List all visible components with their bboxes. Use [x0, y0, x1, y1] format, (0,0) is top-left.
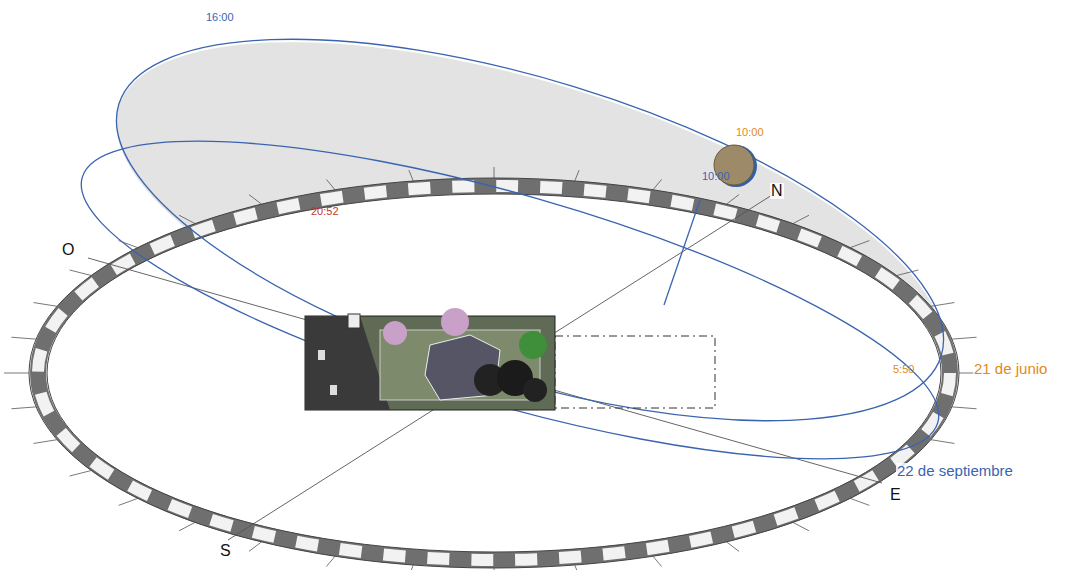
tick-mark — [727, 542, 740, 552]
tick-mark — [119, 498, 138, 505]
tick-mark — [11, 337, 36, 339]
tick-mark — [70, 471, 92, 477]
sun-path-curves — [53, 0, 985, 524]
tick-mark — [409, 565, 413, 570]
tick-mark — [179, 215, 195, 223]
time-label: 10:00 — [702, 171, 730, 182]
compass-axes — [88, 195, 882, 540]
tick-mark — [494, 167, 495, 178]
time-label: 16:00 — [206, 12, 234, 23]
tick-mark — [179, 522, 195, 530]
tick-mark — [575, 170, 579, 181]
tick-mark — [70, 270, 92, 276]
tick-mark — [727, 195, 740, 205]
tick-mark — [326, 179, 335, 189]
ground-ellipse — [28, 178, 960, 568]
tick-mark — [653, 179, 662, 189]
compass-ring — [4, 167, 984, 570]
tick-mark — [249, 195, 262, 205]
cardinal-label: E — [889, 487, 902, 503]
tick-mark — [952, 337, 977, 339]
time-label: 5:50 — [893, 364, 914, 375]
time-label: 10:00 — [736, 127, 764, 138]
tick-mark — [494, 568, 495, 570]
date-label: 22 de septiembre — [896, 463, 1014, 478]
tick-mark — [34, 440, 57, 444]
tick-mark — [409, 170, 413, 181]
tick-mark — [575, 565, 579, 570]
tick-mark — [793, 522, 809, 530]
cardinal-label: S — [219, 543, 232, 559]
tick-mark — [653, 556, 662, 566]
tick-mark — [249, 542, 262, 552]
date-label: 21 de junio — [973, 361, 1048, 376]
cardinal-label: N — [770, 183, 784, 199]
tick-mark — [34, 303, 57, 307]
tick-mark — [931, 440, 954, 444]
tick-mark — [850, 498, 869, 505]
tick-mark — [4, 373, 29, 374]
site-model — [305, 308, 715, 410]
tick-mark — [952, 407, 977, 409]
tick-mark — [11, 407, 36, 409]
tick-mark — [793, 215, 809, 223]
cardinal-label: O — [61, 242, 75, 258]
time-label: 20:52 — [311, 206, 339, 217]
tick-mark — [850, 241, 869, 248]
tick-mark — [326, 556, 335, 566]
